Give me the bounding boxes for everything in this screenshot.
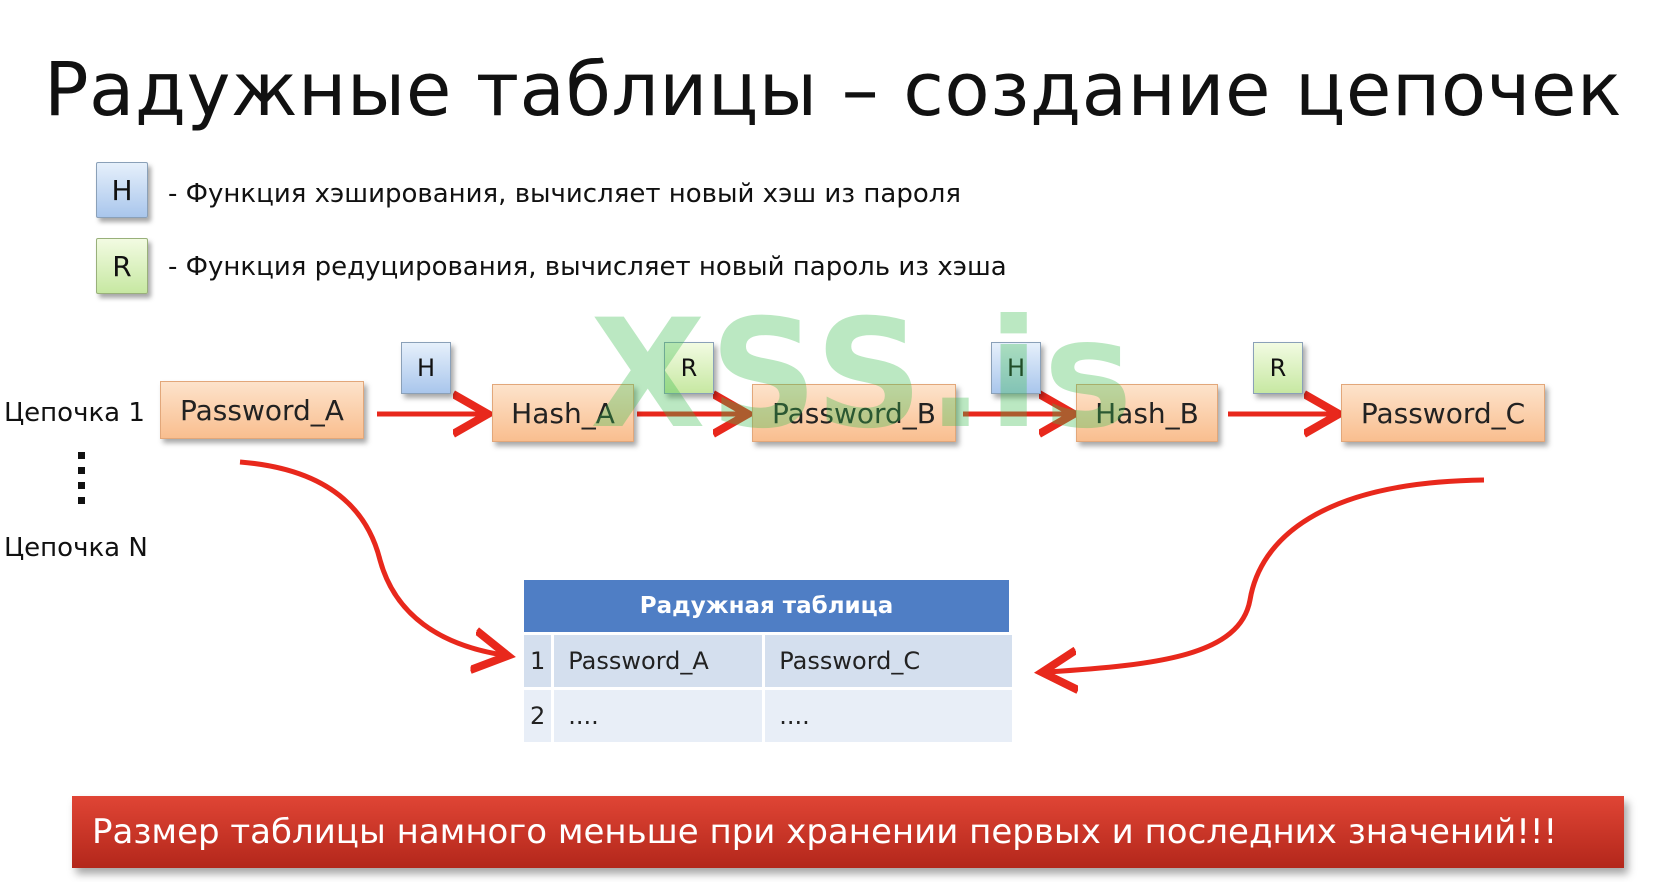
chain-node-password-c: Password_C — [1341, 384, 1545, 442]
chain-node-text: Password_A — [180, 393, 344, 427]
chain-node-hash-a: Hash_A — [492, 384, 634, 442]
rainbow-table: Радужная таблица 1 Password_A Password_C… — [524, 580, 1012, 742]
chain-hash-function-2: H — [991, 342, 1041, 394]
chain-reduce-function-2: R — [1253, 342, 1303, 394]
legend-reduce-text: - Функция редуцирования, вычисляет новый… — [168, 252, 1007, 282]
watermark: XSS.is — [590, 288, 1137, 462]
chain-node-text: Hash_B — [1095, 396, 1199, 430]
summary-banner: Размер таблицы намного меньше при хранен… — [72, 796, 1624, 868]
table-cell-start: Password_A — [554, 632, 766, 687]
function-symbol: R — [680, 354, 698, 382]
chain-hash-function-1: H — [401, 342, 451, 394]
legend-reduce-symbol: R — [112, 249, 132, 283]
curve-arrow-end — [1047, 477, 1485, 672]
legend-reduce-box: R — [96, 238, 148, 294]
function-symbol: H — [416, 354, 436, 382]
chain-node-text: Password_C — [1360, 396, 1526, 430]
chain-label-first: Цепочка 1 — [4, 398, 145, 428]
table-row-number: 1 — [524, 632, 555, 687]
rainbow-table-header: Радужная таблица — [524, 580, 1012, 632]
chain-label-last: Цепочка N — [4, 533, 148, 563]
curve-arrow-start — [239, 459, 503, 655]
chain-node-hash-b: Hash_B — [1076, 384, 1218, 442]
function-symbol: R — [1269, 354, 1287, 382]
legend-hash-symbol: H — [111, 173, 133, 207]
table-cell-end: .... — [765, 687, 1012, 742]
table-cell-start: .... — [554, 687, 766, 742]
table-row: 1 Password_A Password_C — [524, 632, 1012, 687]
chain-node-password-a: Password_A — [160, 381, 364, 439]
legend-hash-text: - Функция хэширования, вычисляет новый х… — [168, 179, 961, 209]
table-row-number: 2 — [524, 687, 555, 742]
chain-reduce-function-1: R — [664, 342, 714, 394]
table-row: 2 .... .... — [524, 687, 1012, 742]
chain-node-password-b: Password_B — [752, 384, 956, 442]
chain-node-text: Password_B — [772, 396, 936, 430]
slide-title: Радужные таблицы – создание цепочек — [43, 47, 1623, 133]
chain-node-text: Hash_A — [511, 396, 615, 430]
chain-ellipsis — [78, 452, 86, 512]
function-symbol: H — [1006, 354, 1026, 382]
summary-banner-text: Размер таблицы намного меньше при хранен… — [92, 812, 1558, 852]
legend-hash-box: H — [96, 162, 148, 218]
table-cell-end: Password_C — [765, 632, 1012, 687]
